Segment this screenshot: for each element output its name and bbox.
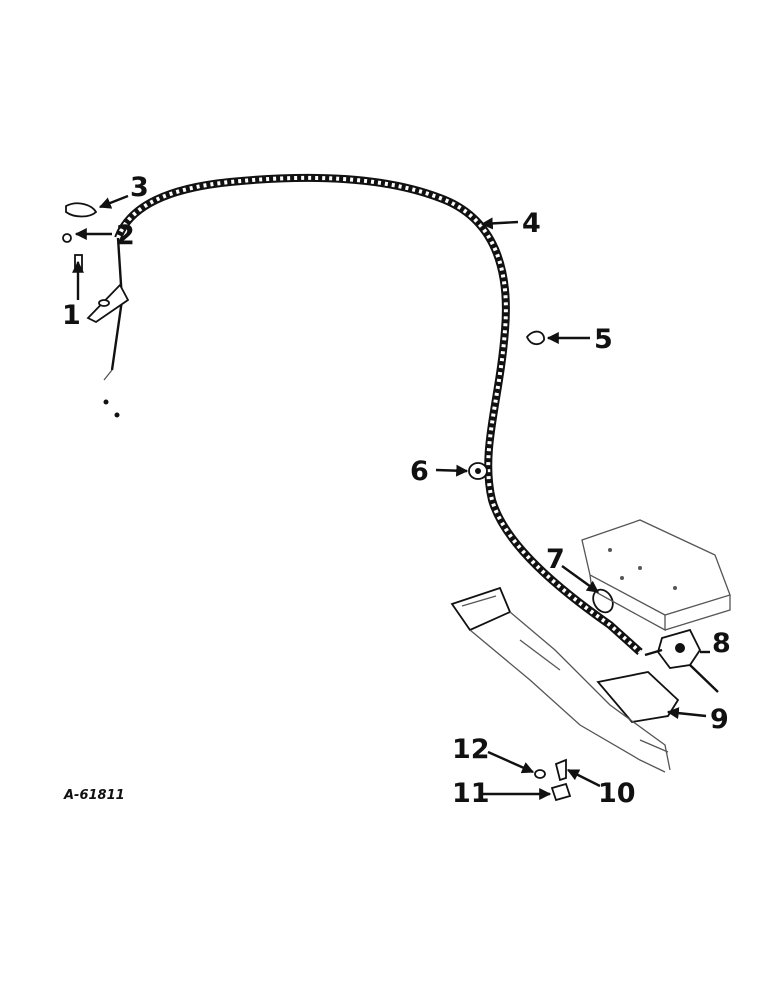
callout-8: 8 xyxy=(712,628,731,659)
callout-6: 6 xyxy=(410,456,429,487)
callout-7: 7 xyxy=(546,544,565,575)
callout-4: 4 xyxy=(522,208,541,239)
callout-10: 10 xyxy=(598,778,636,809)
callout-leaders xyxy=(72,194,710,800)
callout-11: 11 xyxy=(452,778,490,809)
hardware-part-10 xyxy=(554,758,567,782)
grommet-part-6 xyxy=(468,462,488,480)
cable-assembly xyxy=(103,173,643,655)
mounting-plate xyxy=(581,519,731,632)
hardware-part-11 xyxy=(550,782,572,802)
callout-5: 5 xyxy=(594,324,613,355)
callout-12: 12 xyxy=(452,734,490,765)
callout-9: 9 xyxy=(710,704,729,735)
figure-id: A-61811 xyxy=(63,788,125,803)
callout-2: 2 xyxy=(116,220,135,251)
hardware-part-12 xyxy=(534,769,546,779)
switch-part-8 xyxy=(644,628,719,693)
clip-part-5 xyxy=(525,330,545,346)
callout-labels: 1 2 3 4 5 6 7 8 9 10 11 12 xyxy=(62,172,731,809)
frame-member xyxy=(450,586,671,773)
callout-3: 3 xyxy=(130,172,149,203)
callout-1: 1 xyxy=(62,300,81,331)
shield-part-9 xyxy=(596,671,680,723)
